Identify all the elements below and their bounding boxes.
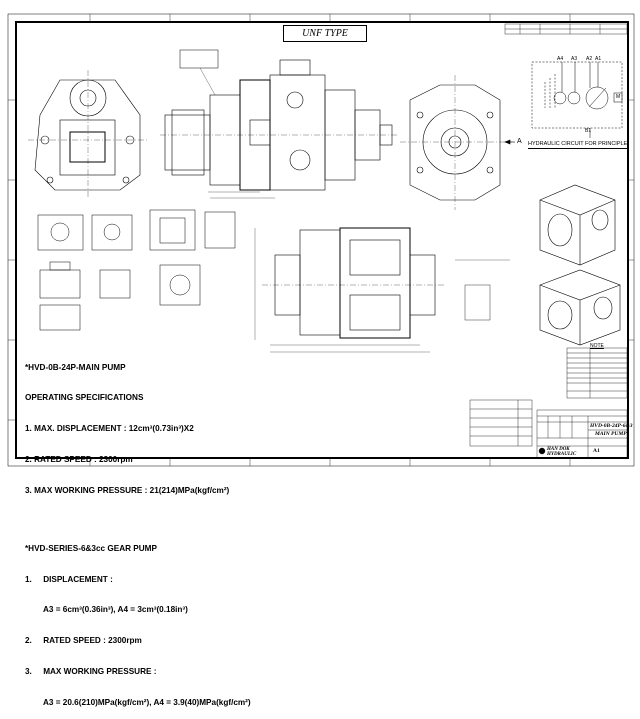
- drain-label: B1: [585, 128, 592, 134]
- port-label-a1: A1: [595, 56, 602, 62]
- gear-pump-spec: A3 = 20.6(210)MPa(kgf/cm²), A4 = 3.9(40)…: [43, 698, 251, 708]
- hydraulic-circuit-diagram: [531, 61, 623, 138]
- gear-pump-spec: A3 = 6cm³(0.36in³), A4 = 3cm³(0.18in³): [43, 605, 188, 615]
- main-pump-spec: 3. MAX WORKING PRESSURE : 21(214)MPa(kgf…: [25, 486, 230, 496]
- gear-pump-spec: 2. RATED SPEED : 2300rpm: [25, 636, 142, 646]
- frame-ticks: [8, 14, 634, 466]
- spec-table: [469, 399, 533, 447]
- revision-table: [504, 23, 628, 35]
- drawing-title: UNF TYPE: [283, 25, 367, 42]
- inner-frame: [15, 21, 629, 459]
- section-marker: A: [517, 138, 522, 145]
- pump-bottom-section-view: [254, 227, 510, 353]
- hydraulic-circuit-caption: HYDRAULIC CIRCUIT FOR PRINCIPLE: [528, 141, 628, 149]
- isometric-views: [539, 184, 621, 346]
- gear-pump-spec: 3. MAX WORKING PRESSURE :: [25, 667, 157, 677]
- main-pump-spec: 1. MAX. DISPLACEMENT : 12cm³(0.73in³)X2: [25, 424, 194, 434]
- pump-front-view: [28, 70, 148, 198]
- outer-frame: [7, 13, 635, 467]
- gear-pump-spec: 1. DISPLACEMENT :: [25, 574, 113, 584]
- sheet-size: A1: [593, 448, 600, 454]
- port-label-a4: A4: [557, 56, 564, 62]
- pump-side-view: [160, 49, 398, 199]
- part-name: MAIN PUMP: [595, 431, 627, 437]
- company-name: HAN DOK HYDRAULIC: [547, 447, 577, 457]
- main-pump-spec: 2. RATED SPEED : 2300rpm: [25, 455, 133, 465]
- engineering-drawing: [7, 13, 635, 467]
- pump-end-view: [400, 75, 515, 210]
- notes-title: NOTE: [590, 343, 604, 349]
- port-label-a3: A3: [571, 56, 578, 62]
- notes-table: [566, 347, 628, 399]
- port-label-a2: A2: [586, 56, 593, 62]
- motor-label: M: [616, 94, 621, 100]
- specifications-block: *HVD-0B-24P-MAIN PUMP OPERATING SPECIFIC…: [25, 342, 251, 719]
- main-pump-subheader: OPERATING SPECIFICATIONS: [25, 393, 144, 403]
- main-pump-header: *HVD-0B-24P-MAIN PUMP: [25, 362, 126, 372]
- title-block: [536, 409, 628, 459]
- detail-views: [37, 209, 236, 331]
- gear-pump-header: *HVD-SERIES-6&3cc GEAR PUMP: [25, 543, 157, 553]
- drawing-number: HVD-0B-24P-6&3: [590, 423, 633, 429]
